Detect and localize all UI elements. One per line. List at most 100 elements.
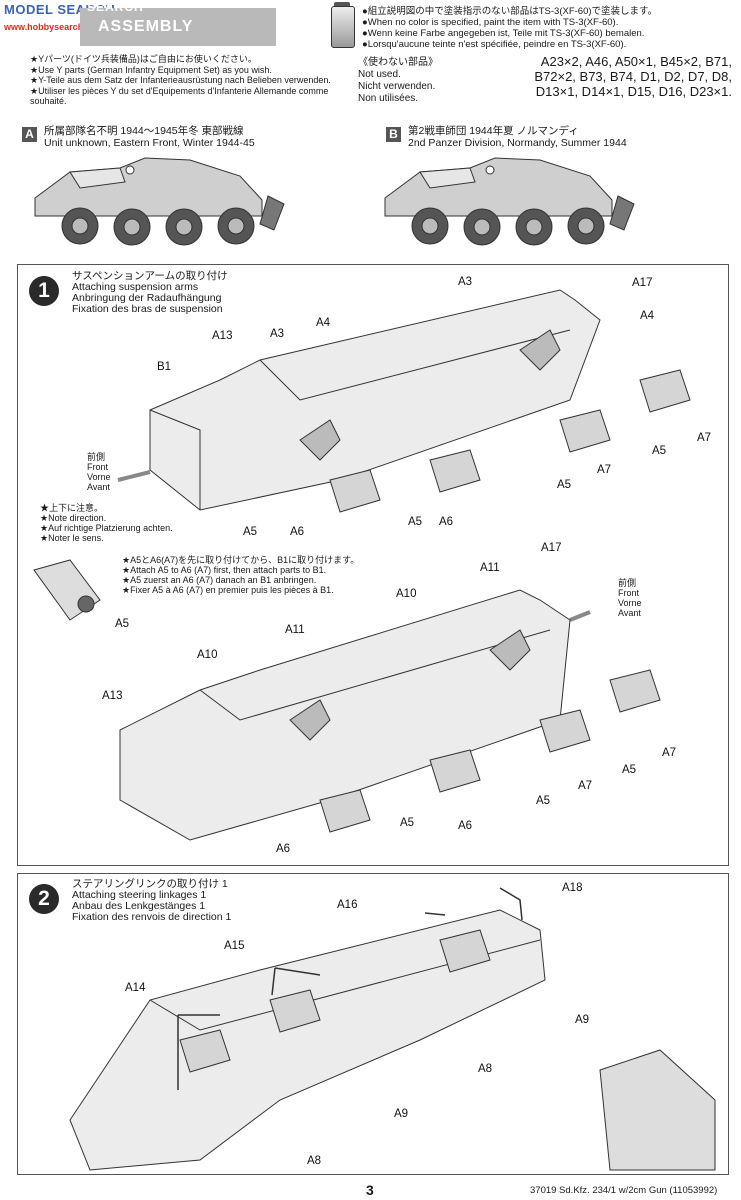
note-attach-fr: ★Fixer A5 à A6 (A7) en premier puis les …: [122, 585, 334, 595]
page-number: 3: [366, 1182, 374, 1198]
part-label: A5: [652, 445, 667, 457]
variant-a-title-jp: 所属部隊名不明 1944〜1945年冬 東部戦線: [44, 125, 244, 137]
unused-block: 《使わない部品》 Not used. Nicht verwenden. Non …: [358, 57, 438, 105]
paint-note-fr: ●Lorsqu'aucune teinte n'est spécifiée, p…: [362, 39, 627, 50]
step1-panel: [17, 264, 729, 866]
y-note-en: ★Use Y parts (German Infantry Equipment …: [30, 64, 272, 75]
front-en: Front: [618, 588, 640, 598]
paint-note-jp: ●組立説明図の中で塗装指示のない部品はTS-3(XF-60)で塗装します。: [362, 6, 658, 17]
step1-title-fr: Fixation des bras de suspension: [72, 303, 223, 315]
part-label: A10: [396, 588, 417, 600]
page-title: ASSEMBLY: [98, 18, 194, 35]
part-label: B1: [157, 361, 172, 373]
y-note-fr: ★Utiliser les pièces Y du set d'Equipeme…: [30, 85, 329, 107]
unused-label-fr: Non utilisées.: [358, 93, 419, 104]
paint-jar-icon: [331, 6, 355, 48]
part-label: A5: [400, 817, 415, 829]
step1-hull-bottom: [119, 589, 661, 841]
part-label: A17: [541, 542, 562, 554]
front-en: Front: [87, 462, 109, 472]
variant-b-title-jp: 第2戦車師団 1944年夏 ノルマンディ: [408, 125, 579, 137]
part-label: A5: [243, 526, 258, 538]
part-label: A7: [662, 747, 677, 759]
part-label: A3: [458, 276, 473, 288]
paint-jar-lid-icon: [334, 2, 350, 8]
part-label: A4: [640, 310, 655, 322]
variant-b-title: 第2戦車師団 1944年夏 ノルマンディ 2nd Panzer Division…: [408, 125, 627, 149]
front-de: Vorne: [87, 472, 111, 482]
part-label: A17: [632, 277, 653, 289]
step1-titles: サスペンションアームの取り付け Attaching suspension arm…: [72, 271, 228, 315]
part-label: A4: [316, 317, 331, 329]
step1-hull-top: [149, 289, 691, 513]
step2-panel: [17, 873, 729, 1175]
header-search: SEARCH: [87, 0, 144, 14]
part-label: A8: [478, 1063, 493, 1075]
step2-hull: [69, 909, 546, 1171]
vehicle-b-illustration: [384, 157, 635, 246]
step2-number: 2: [29, 884, 59, 914]
note-direction-en: ★Note direction.: [40, 513, 107, 523]
variant-b-badge: B: [386, 127, 401, 142]
variant-a-badge: A: [22, 127, 37, 142]
front-jp: 前側: [618, 578, 637, 588]
paint-note-de: ●Wenn keine Farbe angegeben ist, Teile m…: [362, 28, 645, 39]
note-attach-en: ★Attach A5 to A6 (A7) first, then attach…: [122, 565, 327, 575]
step2-title-en: Attaching steering linkages 1: [72, 889, 207, 901]
step1-number: 1: [29, 276, 59, 306]
paint-note-en: ●When no color is specified, paint the i…: [362, 17, 619, 28]
paint-notes: ●組立説明図の中で塗装指示のない部品はTS-3(XF-60)で塗装します。 ●W…: [362, 6, 737, 50]
part-label: A5: [622, 764, 637, 776]
part-label: A5: [408, 516, 423, 528]
note-attach-jp: ★A5とA6(A7)を先に取り付けてから、B1に取り付けます。: [122, 555, 360, 565]
unused-parts-line: D13×1, D14×1, D15, D16, D23×1.: [535, 84, 732, 99]
part-label: A13: [212, 330, 233, 342]
step1-title-de: Anbringung der Radaufhängung: [72, 292, 222, 304]
unused-parts-line: B72×2, B73, B74, D1, D2, D7, D8,: [534, 69, 732, 84]
part-label: A7: [578, 780, 593, 792]
variant-a-title-en: Unit unknown, Eastern Front, Winter 1944…: [44, 137, 255, 149]
part-label: A8: [307, 1155, 322, 1167]
watermark-url: www.hobbysearch: [4, 22, 84, 32]
part-label: A6: [290, 526, 305, 538]
note-direction-jp: ★上下に注意。: [40, 503, 104, 513]
variant-b-title-en: 2nd Panzer Division, Normandy, Summer 19…: [408, 137, 627, 149]
vehicle-a-illustration: [34, 157, 285, 246]
note-direction: ★上下に注意。 ★Note direction. ★Auf richtige P…: [40, 503, 173, 543]
part-label: A6: [439, 516, 454, 528]
step2-inset: [599, 1049, 716, 1171]
part-label: A9: [575, 1014, 590, 1026]
part-label: A10: [197, 649, 218, 661]
unused-parts-line: A23×2, A46, A50×1, B45×2, B71,: [540, 54, 732, 69]
part-label: A7: [697, 432, 712, 444]
part-label: A5: [115, 618, 130, 630]
part-label: A5: [557, 479, 572, 491]
header-tab: [80, 8, 276, 46]
note-attach: ★A5とA6(A7)を先に取り付けてから、B1に取り付けます。 ★Attach …: [122, 555, 359, 595]
unused-parts-list: A23×2, A46, A50×1, B45×2, B71, B72×2, B7…: [520, 54, 732, 99]
note-direction-fr: ★Noter le sens.: [40, 533, 104, 543]
step2-title-jp: ステアリングリンクの取り付け 1: [72, 878, 228, 890]
unused-label-en: Not used.: [358, 69, 401, 80]
front-fr: Avant: [87, 482, 110, 492]
step2-titles: ステアリングリンクの取り付け 1 Attaching steering link…: [72, 879, 231, 923]
step1-inset-detail: [33, 559, 101, 621]
part-label: A11: [480, 562, 500, 574]
step2-title-de: Anbau des Lenkgestänges 1: [72, 900, 206, 912]
unused-label-de: Nicht verwenden.: [358, 81, 436, 92]
front-de: Vorne: [618, 598, 642, 608]
front-fr: Avant: [618, 608, 641, 618]
part-label: A11: [285, 624, 305, 636]
part-label: A7: [597, 464, 612, 476]
front-label-bottom: 前側 Front Vorne Avant: [618, 578, 642, 618]
y-parts-notes: ★Yパーツ(ドイツ兵装備品)はご自由にお使いください。 ★Use Y parts…: [30, 54, 340, 107]
part-label: A9: [394, 1108, 409, 1120]
part-label: A13: [102, 690, 123, 702]
note-direction-de: ★Auf richtige Platzierung achten.: [40, 523, 173, 533]
part-label: A6: [276, 843, 291, 855]
unused-heading: 《使わない部品》: [358, 57, 438, 68]
part-label: A16: [337, 899, 358, 911]
step1-title-jp: サスペンションアームの取り付け: [72, 270, 228, 282]
note-attach-de: ★A5 zuerst an A6 (A7) danach an B1 anbri…: [122, 575, 317, 585]
